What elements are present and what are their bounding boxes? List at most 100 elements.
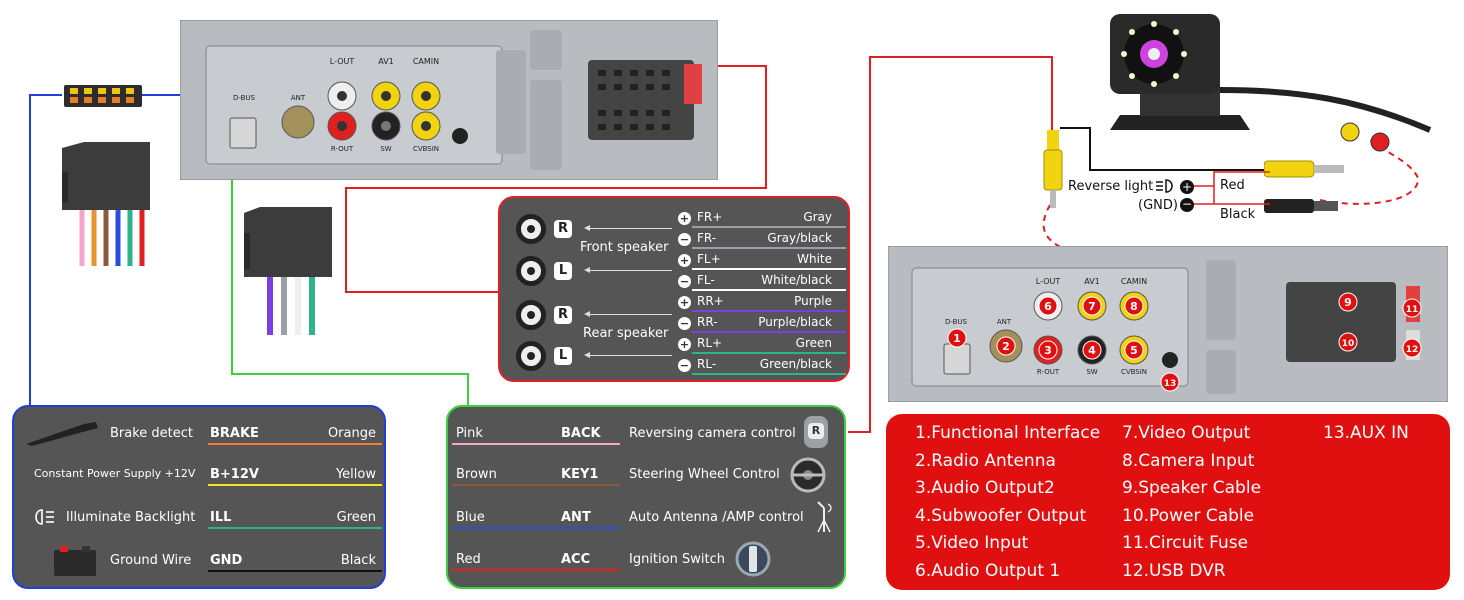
- wire-code: FL-: [697, 273, 715, 287]
- control-row-code: BACK: [561, 426, 601, 441]
- marker-circle: [996, 336, 1016, 356]
- reverse-gear-badge: R: [808, 423, 824, 439]
- speaker-side-badge: R: [554, 220, 572, 238]
- marker-number: 8: [1130, 300, 1138, 313]
- arrow-line: [588, 355, 672, 356]
- port-label-ant-2: ANT: [997, 318, 1012, 326]
- plus-circle-icon: +: [678, 212, 691, 225]
- steering-wheel-icon: [789, 456, 827, 494]
- port-label-cvbsin: CVBSIN: [413, 145, 439, 153]
- marker-number: 11: [1406, 305, 1419, 315]
- marker-circle: [1082, 340, 1102, 360]
- camera-rca-plug: [1040, 130, 1066, 210]
- wire-code: RR-: [697, 315, 718, 329]
- wire-color-name: Gray: [803, 210, 832, 224]
- control-row-color: Brown: [456, 467, 497, 482]
- head-unit-bottom: L-OUT AV1 CAMIN D-BUS ANT R-OUT SW CVBSI…: [887, 245, 1449, 403]
- reverse-camera: [1100, 10, 1450, 160]
- marker-circle: [1402, 298, 1422, 318]
- wire-color-line: [692, 226, 846, 228]
- control-row-color: Blue: [456, 510, 485, 525]
- arrow-head-icon: [584, 352, 590, 358]
- port-label-cvbsin-2: CVBSIN: [1121, 368, 1147, 376]
- wire-color-line: [692, 310, 846, 312]
- power-row-code: ILL: [210, 510, 232, 525]
- wire-color-name: Gray/black: [767, 231, 832, 245]
- power-harness-connector: [54, 138, 154, 268]
- battery-icon: [52, 544, 98, 578]
- legend-item: 6.Audio Output 1: [915, 561, 1061, 581]
- control-row-code: ANT: [561, 510, 591, 525]
- wire-color-line: [692, 352, 846, 354]
- legend-item: 11.Circuit Fuse: [1122, 533, 1249, 554]
- head-unit-top: L-OUT AV1 CAMIN D-BUS ANT R-OUT SW CVBSI…: [179, 19, 719, 181]
- marker-circle: [1338, 292, 1358, 312]
- control-row-line: [452, 484, 620, 486]
- legend-item: 12.USB DVR: [1122, 561, 1226, 581]
- marker-number: 2: [1002, 340, 1010, 353]
- reverse-gear-icon: R: [804, 416, 828, 448]
- minus-icon: −: [1180, 197, 1194, 212]
- wire-color-name: Green/black: [759, 357, 832, 371]
- marker-number: 5: [1130, 344, 1138, 357]
- power-row-color: Black: [340, 553, 376, 568]
- port-label-dbus-2: D-BUS: [945, 318, 968, 326]
- speaker-harness-connector: [240, 205, 336, 337]
- legend-item: 9.Speaker Cable: [1122, 478, 1262, 499]
- power-row-desc: Brake detect: [110, 426, 194, 441]
- speaker-side-badge: L: [554, 347, 572, 365]
- reverse-light-label: Reverse light: [1068, 179, 1154, 194]
- wire-code: FR-: [697, 231, 717, 245]
- marker-circle: [1082, 296, 1102, 316]
- marker-number: 4: [1088, 344, 1096, 357]
- wire-color-name: White: [797, 252, 832, 266]
- camera-wire-lines: [1188, 171, 1270, 205]
- marker-number: 7: [1088, 300, 1096, 313]
- control-row-color: Red: [456, 552, 481, 567]
- power-row-color: Orange: [327, 426, 376, 441]
- arrow-line: [588, 228, 672, 229]
- front-speaker-label: Front speaker: [580, 240, 669, 255]
- port-label-av1-2: AV1: [1084, 277, 1100, 286]
- marker-circle: [1038, 296, 1058, 316]
- speaker-icon: [516, 300, 546, 330]
- power-row-color: Yellow: [335, 467, 376, 482]
- antenna-icon: [812, 498, 836, 534]
- dc-power-plug: [1264, 195, 1344, 219]
- control-row-line: [452, 527, 620, 529]
- speaker-cone: [527, 267, 535, 275]
- legend-item: 7.Video Output: [1122, 423, 1251, 443]
- legend-item: 8.Camera Input: [1122, 450, 1255, 471]
- legend-item: 10.Power Cable: [1122, 505, 1255, 526]
- speaker-side-badge: L: [554, 262, 572, 280]
- wire-color-line: [692, 268, 846, 270]
- wire-code: FR+: [697, 210, 723, 224]
- minus-circle-icon: −: [678, 317, 691, 330]
- minus-circle-icon: −: [678, 233, 691, 246]
- control-panel: [446, 405, 846, 589]
- plus-icon: +: [1180, 180, 1194, 194]
- speaker-cone: [527, 311, 535, 319]
- legend-item: 2.Radio Antenna: [915, 450, 1056, 471]
- power-row-desc: Constant Power Supply +12V: [34, 467, 196, 480]
- power-row-color: Green: [336, 510, 376, 525]
- wire-color-name: Green: [795, 336, 832, 350]
- power-row-desc: Illuminate Backlight: [66, 510, 196, 525]
- marker-circle: [1038, 340, 1058, 360]
- port-label-av1: AV1: [378, 57, 394, 66]
- legend-item: 13.AUX IN: [1323, 423, 1409, 443]
- control-row-line: [452, 569, 620, 571]
- marker-number: 1: [953, 332, 961, 345]
- speaker-icon: [516, 256, 546, 286]
- power-row-line: [208, 443, 382, 445]
- handbrake-icon: [24, 420, 100, 446]
- ignition-key-icon: [734, 540, 772, 578]
- speaker-cone: [527, 352, 535, 360]
- marker-circle: [1160, 372, 1180, 392]
- legend-item: 5.Video Input: [915, 533, 1029, 554]
- power-row-line: [208, 527, 382, 529]
- port-label-ant: ANT: [291, 94, 306, 102]
- power-row-code: BRAKE: [210, 426, 259, 441]
- wire-color-name: White/black: [761, 273, 832, 287]
- mini-plug-connector: [62, 82, 144, 110]
